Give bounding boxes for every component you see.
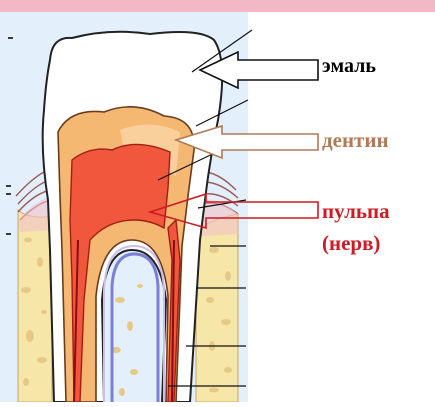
label-pulp: пульпа bbox=[322, 196, 390, 226]
label-enamel: эмаль bbox=[322, 55, 376, 78]
label-nerve: (нерв) bbox=[322, 228, 380, 258]
top-band bbox=[0, 0, 435, 12]
label-dentin: дентин bbox=[322, 128, 389, 153]
